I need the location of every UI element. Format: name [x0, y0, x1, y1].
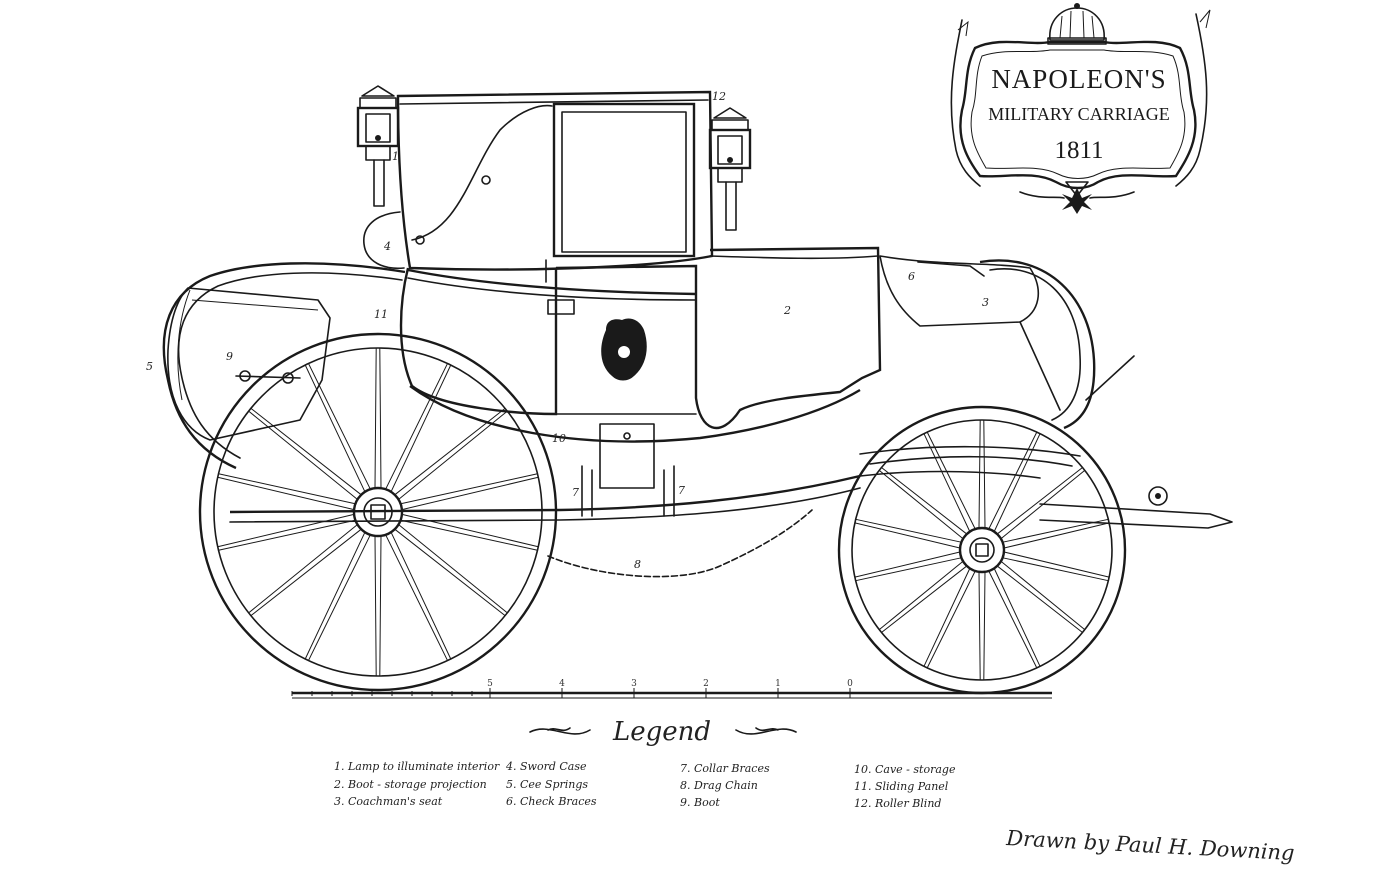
front-wheel-spoke — [988, 568, 1041, 669]
title-line-2: MILITARY CARRIAGE — [988, 104, 1169, 124]
rear-cee-spring — [162, 262, 406, 470]
callout-1: 1 — [392, 150, 399, 163]
carriage-body — [363, 90, 882, 443]
legend-item-3: 3. Coachman's seat — [334, 795, 443, 808]
drag-chain — [547, 509, 813, 578]
front-wheel-spoke — [978, 419, 986, 529]
legend-heading: Legend — [612, 717, 711, 747]
right-lamp — [708, 107, 752, 231]
front-wheel-spoke — [854, 518, 962, 549]
legend-item-11: 11. Sliding Panel — [854, 780, 949, 793]
rear-wheel-spoke — [374, 535, 382, 677]
rear-wheel-spoke — [385, 363, 452, 492]
medal-ornament — [1019, 181, 1135, 214]
cartouche-frame — [959, 40, 1197, 190]
legend-item-8: 8. Drag Chain — [680, 779, 758, 792]
callout-6: 6 — [908, 270, 915, 283]
front-wheel-spoke — [997, 560, 1086, 633]
rear-wheel-spoke — [304, 363, 371, 492]
rear-wheel-spoke — [394, 524, 508, 617]
callout-8: 8 — [634, 558, 641, 571]
front-wheel-spoke — [854, 551, 962, 582]
front-wheel-spoke — [978, 571, 986, 681]
front-wheel-spoke — [878, 560, 967, 633]
legend-item-4: 4. Sword Case — [505, 760, 587, 773]
callout-9: 9 — [226, 350, 233, 363]
title-cartouche: NAPOLEON'S MILITARY CARRIAGE 1811 — [950, 3, 1211, 214]
rear-wheel-spoke — [248, 524, 362, 617]
legend-item-10: 10. Cave - storage — [854, 763, 956, 776]
front-wheel-spoke — [923, 431, 976, 532]
legend: Legend 1. Lamp to illuminate interior 2.… — [333, 717, 956, 810]
artist-signature: Drawn by Paul H. Downing — [1005, 826, 1295, 865]
legend-item-9: 9. Boot — [680, 796, 720, 809]
front-wheel-spoke — [1002, 551, 1110, 582]
front-wheel-spoke — [923, 568, 976, 669]
rear-wheel-spoke — [400, 473, 539, 511]
cave-storage — [599, 423, 655, 489]
perch-beam — [229, 474, 861, 514]
coat-of-arms — [601, 318, 647, 381]
callout-11: 11 — [374, 308, 388, 321]
scale-bar: 5 4 3 2 1 0 — [291, 679, 1052, 699]
front-wheel-spoke — [997, 467, 1086, 540]
callout-7b: 7 — [678, 484, 685, 497]
rear-wheel — [198, 332, 558, 692]
rear-wheel-spoke — [400, 513, 539, 551]
callout-7a: 7 — [572, 486, 579, 499]
rear-wheel-spoke — [217, 513, 356, 551]
front-wheel — [837, 405, 1127, 695]
scale-tick-label: 0 — [847, 679, 853, 689]
legend-item-7: 7. Collar Braces — [680, 762, 770, 775]
rear-wheel-spoke — [374, 347, 382, 489]
callout-5: 5 — [146, 360, 153, 373]
rear-wheel-spoke — [385, 532, 452, 661]
legend-item-5: 5. Cee Springs — [506, 778, 588, 791]
scale-tick-label: 5 — [487, 679, 493, 689]
scale-tick-label: 4 — [559, 679, 565, 689]
rear-wheel-spoke — [394, 407, 508, 500]
callout-2: 2 — [783, 304, 791, 317]
front-pole — [1039, 503, 1233, 529]
legend-item-1: 1. Lamp to illuminate interior — [334, 760, 500, 773]
legend-item-12: 12. Roller Blind — [854, 797, 941, 810]
front-wheel-spoke — [878, 467, 967, 540]
front-wheel-spoke — [1002, 518, 1110, 549]
callout-10: 10 — [552, 432, 566, 445]
callout-4: 4 — [383, 240, 391, 253]
callout-numbers: 1 2 3 4 5 6 7 7 8 9 10 11 12 — [146, 90, 989, 571]
left-lamp — [356, 85, 400, 207]
legend-item-2: 2. Boot - storage projection — [333, 778, 487, 791]
rear-wheel-spoke — [248, 407, 362, 500]
scale-tick-label: 2 — [703, 679, 709, 689]
crown-ornament — [1047, 3, 1107, 45]
carriage — [162, 85, 1233, 695]
rear-wheel-spoke — [304, 532, 371, 661]
rear-wheel-spoke — [217, 473, 356, 511]
coachmans-seat — [879, 255, 1135, 430]
title-line-1: NAPOLEON'S — [991, 64, 1166, 94]
callout-3: 3 — [982, 296, 989, 309]
title-year: 1811 — [1054, 137, 1103, 164]
scale-tick-label: 1 — [775, 679, 781, 689]
scale-tick-label: 3 — [631, 679, 637, 689]
legend-item-6: 6. Check Braces — [506, 795, 597, 808]
callout-12: 12 — [712, 90, 726, 103]
